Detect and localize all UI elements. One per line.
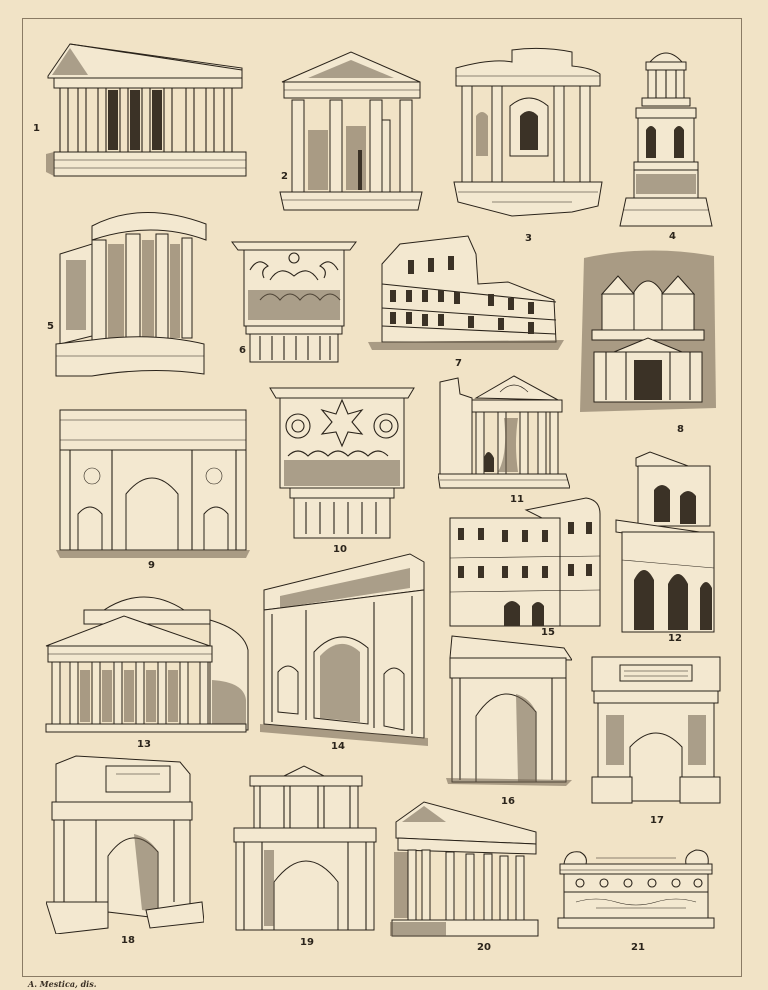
figure-15-number: 15 — [541, 627, 555, 638]
figure-5-round-temple-illustration — [52, 204, 208, 380]
figure-2-portico-illustration — [278, 50, 424, 212]
figure-12-number: 12 — [668, 633, 682, 644]
figure-10-number: 10 — [333, 544, 347, 555]
figure-3-number: 3 — [525, 233, 532, 244]
figure-17-arch-illustration — [590, 655, 722, 807]
figure-9-number: 9 — [148, 560, 155, 571]
figure-18-number: 18 — [121, 935, 135, 946]
figure-13-number: 13 — [137, 739, 151, 750]
artist-credit: A. Mestica, dis. — [28, 979, 97, 989]
figure-1-temple-illustration — [46, 42, 254, 180]
figure-14-arch-illustration — [260, 552, 430, 746]
figure-4-number: 4 — [669, 231, 676, 242]
figure-7-colosseum-illustration — [368, 230, 564, 352]
figure-16-number: 16 — [501, 796, 515, 807]
figure-15-gate-illustration — [446, 496, 602, 632]
figure-11-temple-ruin-illustration — [438, 374, 570, 492]
figure-19-number: 19 — [300, 937, 314, 948]
figure-9-triple-arch-illustration — [56, 404, 250, 560]
figure-2-number: 2 — [281, 171, 288, 182]
figure-10-capital-illustration — [268, 386, 416, 542]
figure-17-number: 17 — [650, 815, 664, 826]
figure-21-sarcophagus-illustration — [556, 846, 716, 932]
figure-1-number: 1 — [33, 123, 40, 134]
figure-14-number: 14 — [331, 741, 345, 752]
figure-8-number: 8 — [677, 424, 684, 435]
plate-border — [22, 18, 742, 977]
figure-4-mausoleum-illustration — [616, 46, 716, 230]
figure-21-number: 21 — [631, 942, 645, 953]
figure-6-number: 6 — [239, 345, 246, 356]
figure-3-pavilion-illustration — [452, 46, 604, 220]
figure-8-rock-facade-illustration — [578, 248, 718, 416]
figure-5-number: 5 — [47, 321, 54, 332]
figure-6-capital-illustration — [230, 240, 358, 366]
figure-11-number: 11 — [510, 494, 524, 505]
figure-20-number: 20 — [477, 942, 491, 953]
figure-13-pantheon-illustration — [44, 590, 250, 736]
figure-7-number: 7 — [455, 358, 462, 369]
figure-12-arcade-illustration — [614, 450, 718, 636]
figure-19-arch-illustration — [232, 764, 378, 934]
figure-16-arch-ruin-illustration — [446, 632, 572, 786]
figure-18-arch-illustration — [46, 752, 204, 934]
figure-20-temple-illustration — [388, 798, 540, 940]
